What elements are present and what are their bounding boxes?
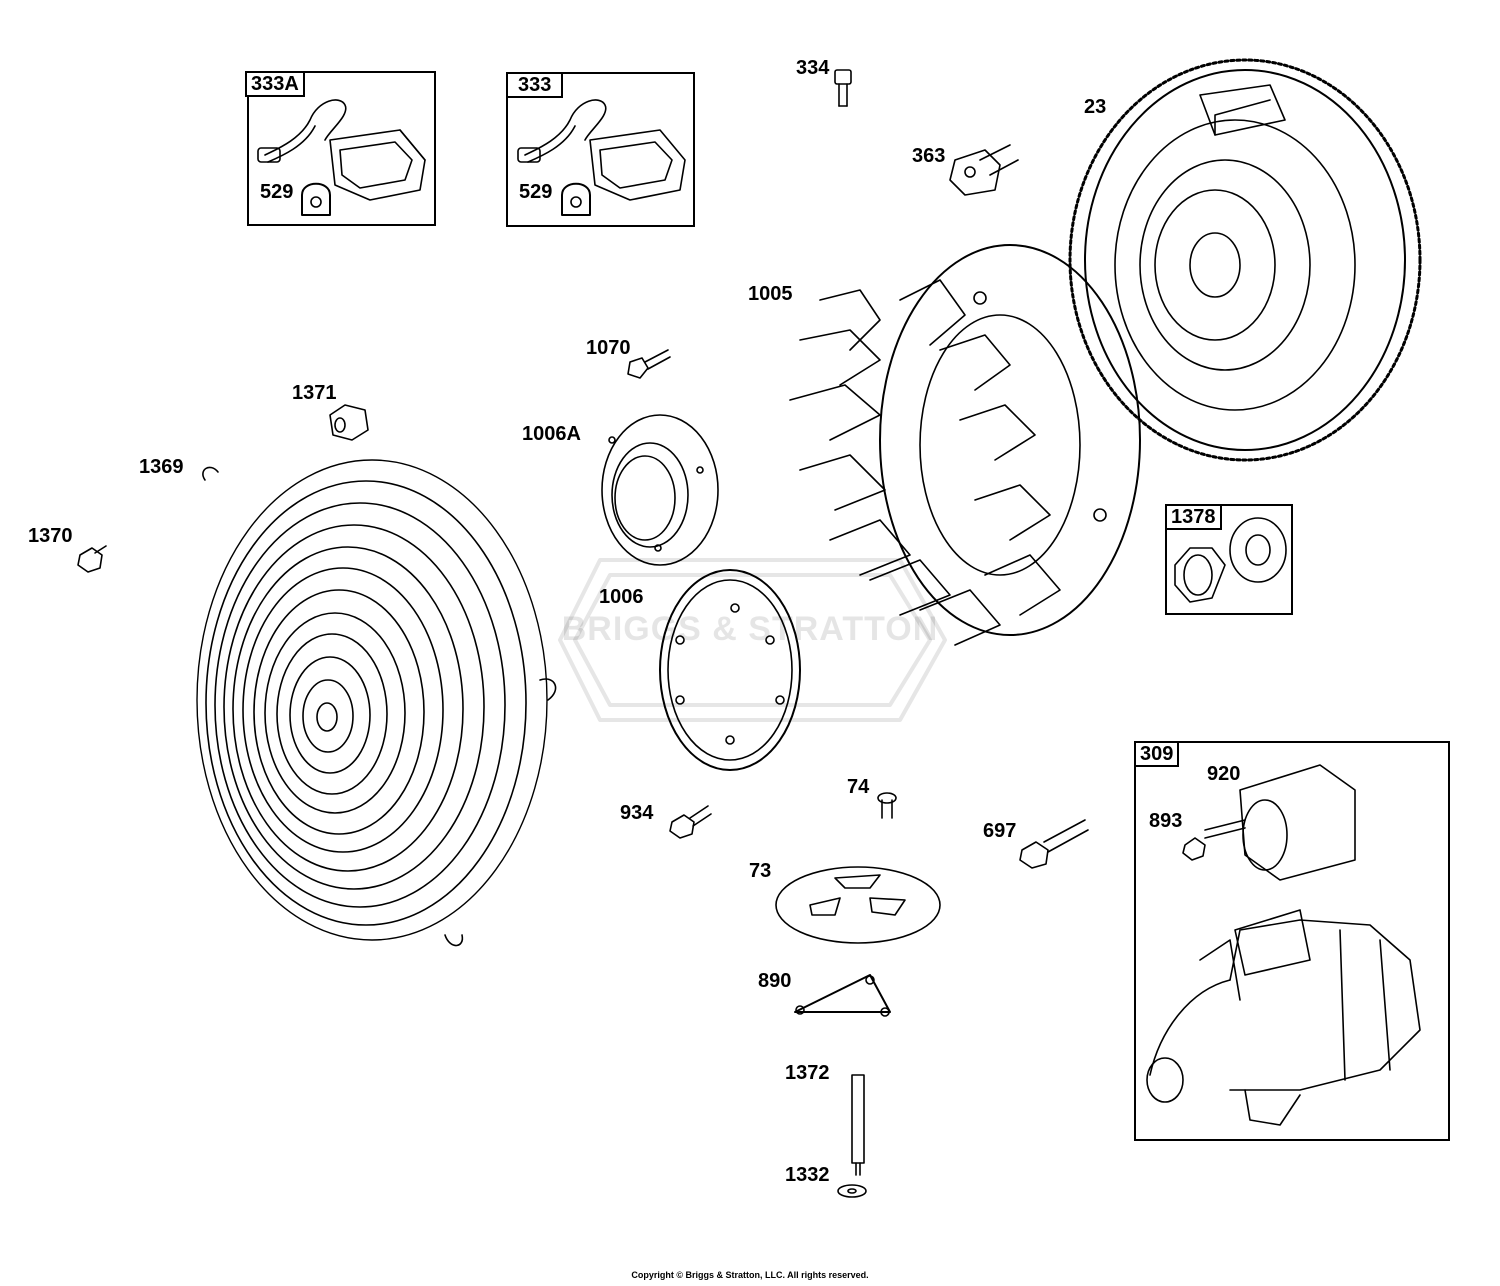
fan-guard-1369-drawing xyxy=(196,459,557,947)
spacer-1371-drawing xyxy=(329,404,369,441)
gasket-1006-drawing xyxy=(659,569,801,771)
watermark-text: BRIGGS & STRATTON xyxy=(561,610,939,648)
bolt-697-drawing xyxy=(1019,819,1089,869)
group-label-1378: 1378 xyxy=(1165,504,1222,530)
callout-893: 893 xyxy=(1149,810,1183,832)
callout-1370: 1370 xyxy=(28,525,73,547)
bolt-934-drawing xyxy=(669,805,712,839)
group-box-309 xyxy=(1134,741,1450,1141)
callout-1372: 1372 xyxy=(785,1062,830,1084)
callout-73: 73 xyxy=(749,860,772,882)
callout-1006A: 1006A xyxy=(522,423,581,445)
screw-334-drawing xyxy=(834,69,852,107)
callout-334: 334 xyxy=(796,57,830,79)
seal-1006A-drawing xyxy=(601,414,719,566)
copyright-notice: Copyright © Briggs & Stratton, LLC. All … xyxy=(631,1270,869,1280)
callout-1070: 1070 xyxy=(586,337,631,359)
callout-363: 363 xyxy=(912,145,946,167)
flywheel-23-drawing xyxy=(1068,58,1422,462)
nut-1370-drawing xyxy=(77,545,107,573)
nut-washer-1378-drawing xyxy=(1174,517,1287,603)
screw-74-drawing xyxy=(877,792,897,819)
ignition-coil-333-drawing xyxy=(517,99,686,216)
callout-1005: 1005 xyxy=(748,283,793,305)
callout-934: 934 xyxy=(620,802,654,824)
callout-23: 23 xyxy=(1084,96,1107,118)
spacer-1372-drawing xyxy=(851,1074,865,1176)
group-box-333 xyxy=(506,72,695,227)
fan-1005-drawing xyxy=(789,244,1141,646)
group-box-1378 xyxy=(1165,504,1293,615)
callout-529-in-333: 529 xyxy=(519,181,553,203)
callout-529-in-333A: 529 xyxy=(260,181,294,203)
plate-73-drawing xyxy=(775,866,941,944)
callout-920: 920 xyxy=(1207,763,1241,785)
starter-motor-309-drawing xyxy=(1146,909,1421,1126)
bolt-1070-drawing xyxy=(627,349,671,379)
callout-1332: 1332 xyxy=(785,1164,830,1186)
ignition-coil-333A-drawing xyxy=(257,99,426,216)
washer-1332-drawing xyxy=(837,1184,867,1198)
bracket-363-drawing xyxy=(949,144,1019,196)
group-label-333A: 333A xyxy=(245,71,305,97)
callout-1369: 1369 xyxy=(139,456,184,478)
group-box-333A xyxy=(247,71,436,226)
callout-890: 890 xyxy=(758,970,792,992)
group-label-309: 309 xyxy=(1134,741,1180,767)
watermark-logo-outline xyxy=(558,558,947,722)
solenoid-920-drawing xyxy=(1182,764,1356,881)
callout-74: 74 xyxy=(847,776,870,798)
group-label-333: 333 xyxy=(506,72,564,98)
callout-1371: 1371 xyxy=(292,382,337,404)
callout-697: 697 xyxy=(983,820,1017,842)
bracket-890-drawing xyxy=(794,974,891,1017)
callout-1006: 1006 xyxy=(599,586,644,608)
